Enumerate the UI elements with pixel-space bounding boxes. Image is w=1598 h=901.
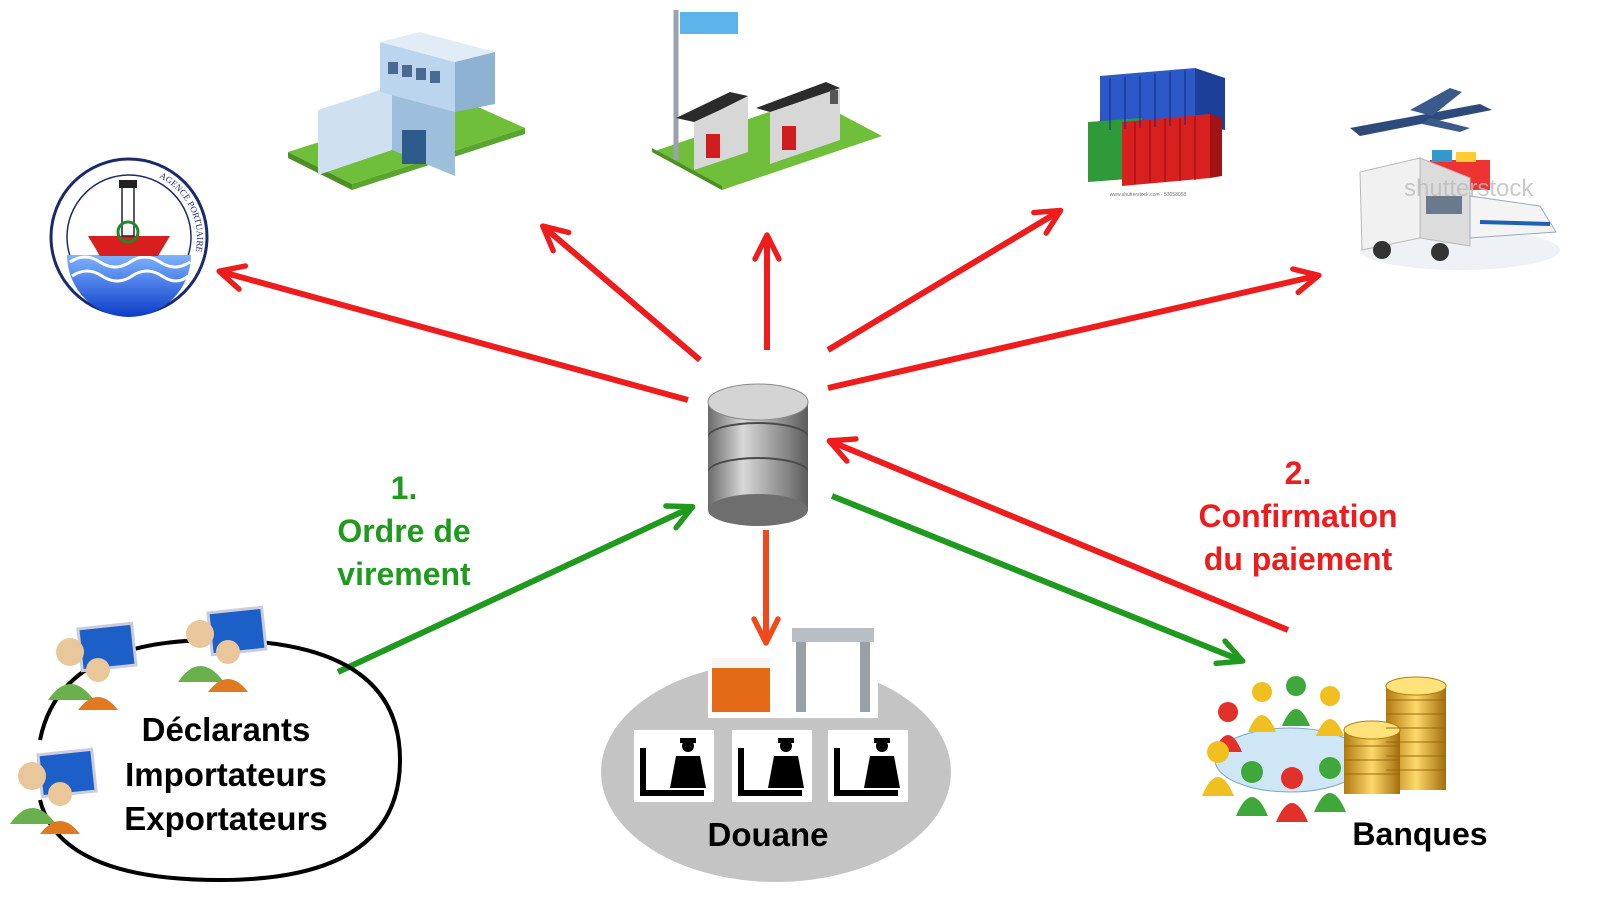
- arrow-to-port-agency: [216, 263, 689, 403]
- customs-officer-icon: [828, 730, 908, 802]
- port-agency-logo: AGENCE PORTUAIRE MARITIME ET FLUVIALE: [0, 0, 209, 317]
- database-icon: [707, 383, 809, 526]
- declarants-ellipse: [38, 637, 403, 883]
- containers-caption: www.shutterstock.com · 53058058: [1110, 192, 1187, 198]
- arrow-to-banques: [830, 493, 1246, 667]
- coin-stack-icon: [1343, 676, 1447, 794]
- arrow-from-declarants: [336, 503, 696, 675]
- user-computer-icon: [48, 621, 138, 710]
- step1-label: 1. Ordre de virement: [337, 470, 471, 592]
- step2-line: du paiement: [1204, 541, 1393, 577]
- douane-label: Douane: [707, 816, 828, 853]
- step1-number: 1.: [391, 470, 418, 506]
- step2-number: 2.: [1285, 455, 1312, 491]
- office-building-icon: [288, 32, 525, 190]
- step1-line: Ordre de: [337, 513, 470, 549]
- step1-line: virement: [337, 556, 471, 592]
- user-computer-icon: [10, 747, 98, 834]
- customs-officer-icon: [634, 730, 714, 802]
- arrow-to-transport: [827, 266, 1322, 391]
- exportateurs-line: Exportateurs: [124, 800, 328, 837]
- step2-label: 2. Confirmation du paiement: [1198, 455, 1397, 577]
- step2-line: Confirmation: [1198, 498, 1397, 534]
- arrow-from-banques: [826, 436, 1290, 633]
- warehouses-flag-icon: [652, 10, 882, 190]
- douane-group: [601, 628, 951, 882]
- people-circle: [1202, 676, 1346, 822]
- banques-label: Banques: [1352, 816, 1487, 852]
- declarants-line: Déclarants: [142, 711, 311, 748]
- customs-officers-icon: [634, 730, 908, 802]
- arrow-to-containers: [826, 207, 1064, 353]
- arrow-to-office: [540, 223, 702, 363]
- plane-truck-train-ship-icon: shutterstock: [1350, 88, 1560, 270]
- importateurs-line: Importateurs: [125, 756, 327, 793]
- customs-officer-icon: [732, 730, 812, 802]
- transport-watermark: shutterstock: [1404, 175, 1534, 202]
- scanner-gate-icon: [708, 628, 878, 718]
- user-computer-icon: [178, 605, 268, 692]
- declarants-group: [10, 605, 403, 883]
- bank-network-coins-icon: [1202, 676, 1447, 822]
- arrows: [216, 207, 1322, 675]
- declarants-label: Déclarants Importateurs Exportateurs: [124, 711, 328, 837]
- shipping-containers-icon: www.shutterstock.com · 53058058: [1088, 68, 1225, 198]
